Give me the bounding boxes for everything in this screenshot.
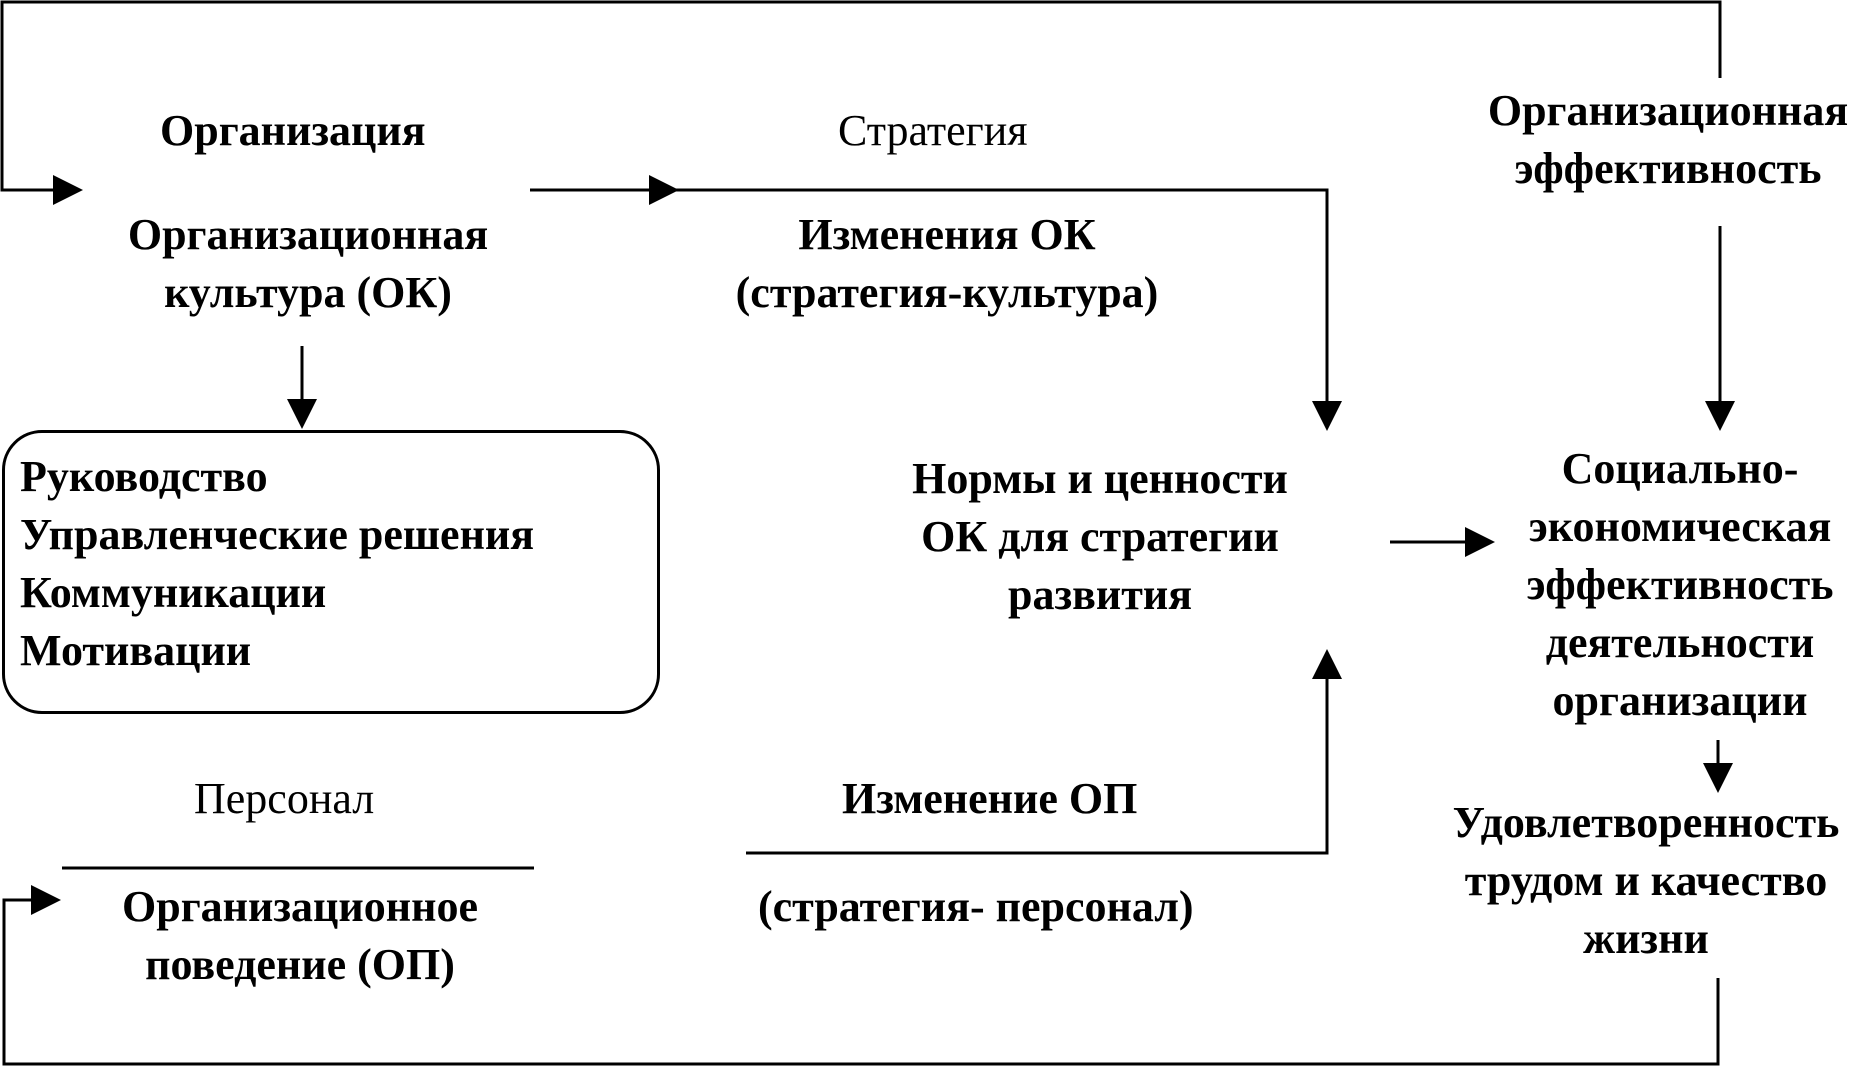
culture-change-line: Изменения ОК xyxy=(798,210,1096,259)
behavior-change-label: Изменение ОП xyxy=(842,774,1138,823)
org-behavior-line: Организационное xyxy=(122,882,478,931)
strategy-to-norms-arrow xyxy=(676,188,1342,431)
satisfaction-label: Удовлетворенность трудом и качество жизн… xyxy=(1418,794,1874,968)
norms-values-line: развития xyxy=(1007,570,1193,619)
box-item: Мотивации xyxy=(20,626,252,675)
bottom-loop-line xyxy=(2,885,1720,1066)
box-item: Управленческие решения xyxy=(20,510,535,559)
box-item: Коммуникации xyxy=(20,568,327,617)
satisfaction-line: трудом и качество xyxy=(1464,856,1828,905)
org-effectiveness-line: Организационная xyxy=(1487,86,1849,135)
norms-values-line: ОК для стратегии xyxy=(921,512,1279,561)
management-box xyxy=(2,430,660,714)
culture-change-line: (стратегия-культура) xyxy=(735,268,1159,317)
org-culture-line: культура (ОК) xyxy=(164,268,452,317)
box-item: Руководство xyxy=(20,452,268,501)
org-effectiveness-line: эффективность xyxy=(1514,144,1822,193)
norms-values-line: Нормы и ценности xyxy=(912,454,1288,503)
strategy-label: Стратегия xyxy=(838,106,1028,155)
socio-economic-line: Социально- xyxy=(1561,444,1799,493)
socio-economic-line: деятельности xyxy=(1545,618,1815,667)
org-culture-line: Организационная xyxy=(127,210,489,259)
satisfaction-line: жизни xyxy=(1583,914,1709,963)
socio-economic-line: организации xyxy=(1552,676,1808,725)
norms-values-label: Нормы и ценности ОК для стратегии развит… xyxy=(870,450,1330,624)
socio-economic-line: экономическая xyxy=(1528,502,1832,551)
org-culture-label: Организационная культура (ОК) xyxy=(98,206,518,322)
culture-change-label: Изменения ОК (стратегия-культура) xyxy=(700,206,1194,322)
satisfaction-line: Удовлетворенность xyxy=(1452,798,1840,847)
socio-economic-label: Социально- экономическая эффективность д… xyxy=(1486,440,1874,730)
behavior-change-sub-label: (стратегия- персонал) xyxy=(758,882,1194,931)
personnel-label: Персонал xyxy=(194,774,375,823)
management-box-items: Руководство Управленческие решения Комму… xyxy=(20,448,534,680)
top-loop-line xyxy=(0,0,1722,205)
organization-label: Организация xyxy=(160,106,426,155)
org-behavior-line: поведение (ОП) xyxy=(145,940,455,989)
socio-economic-line: эффективность xyxy=(1526,560,1834,609)
org-effectiveness-label: Организационная эффективность xyxy=(1462,82,1874,198)
org-behavior-label: Организационное поведение (ОП) xyxy=(82,878,518,994)
